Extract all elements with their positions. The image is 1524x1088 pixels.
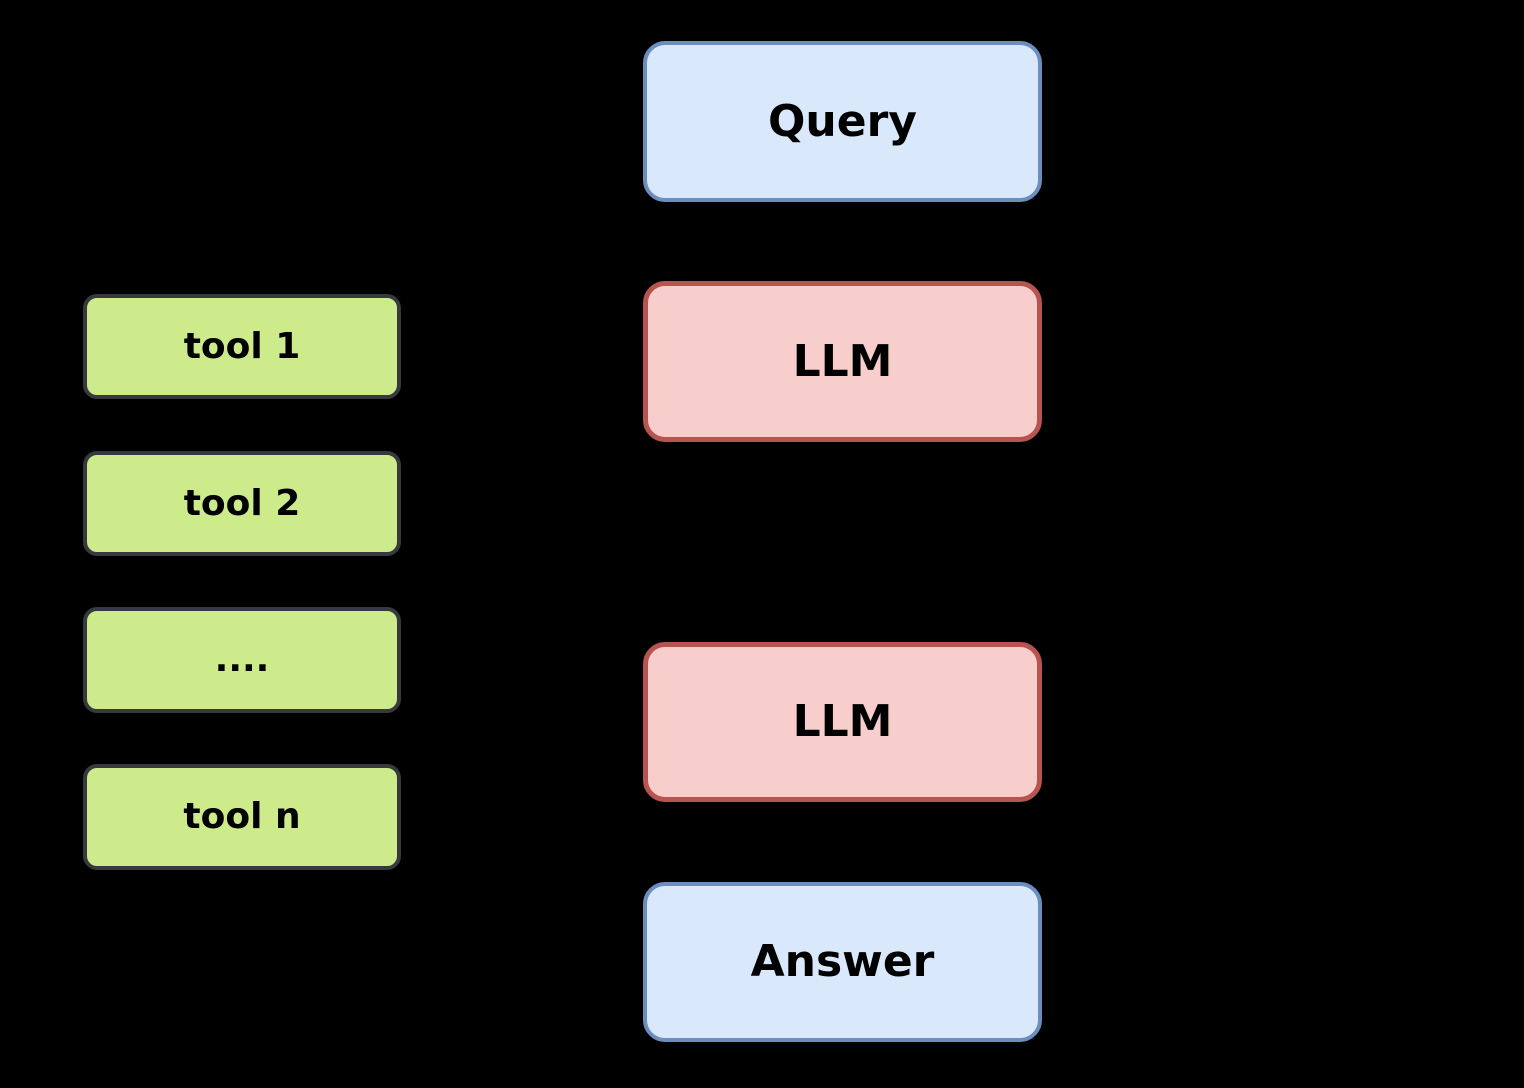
tool-2-node: tool 2: [83, 451, 401, 556]
llm-bottom-node-label: LLM: [792, 696, 893, 747]
answer-node: Answer: [643, 882, 1042, 1042]
llm-top-node: LLM: [643, 281, 1042, 442]
tool-2-node-label: tool 2: [183, 482, 301, 524]
query-node-label: Query: [768, 95, 917, 147]
llm-bottom-node: LLM: [643, 642, 1042, 802]
tool-n-node: tool n: [83, 764, 401, 870]
answer-node-label: Answer: [750, 936, 935, 987]
tool-1-node: tool 1: [83, 294, 401, 399]
tool-ellipsis-node: ....: [83, 607, 401, 713]
llm-top-node-label: LLM: [792, 335, 893, 387]
tool-1-node-label: tool 1: [183, 325, 301, 367]
query-node: Query: [643, 41, 1042, 202]
tool-n-node-label: tool n: [183, 796, 301, 837]
tool-ellipsis-node-label: ....: [214, 639, 270, 680]
